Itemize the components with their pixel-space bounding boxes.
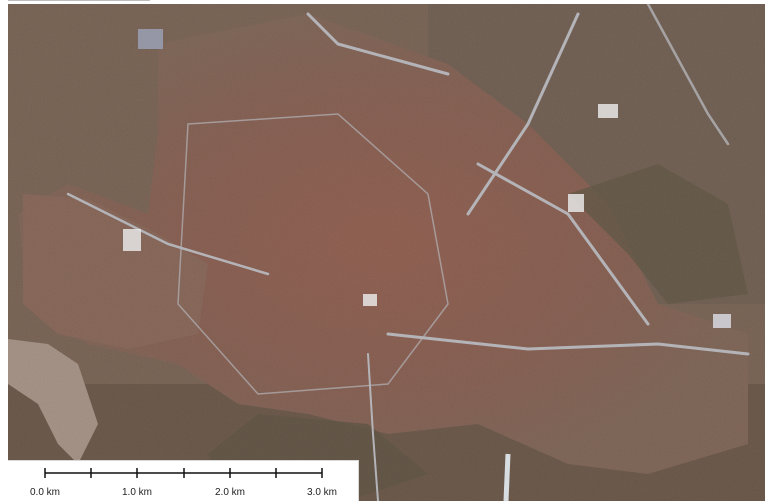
scale-bar: 0.0 km 1.0 km 2.0 km 3.0 km xyxy=(8,460,359,501)
scale-label-2: 2.0 km xyxy=(214,487,246,498)
road-west xyxy=(66,192,270,276)
frame-top-rule xyxy=(8,0,150,1)
road-southeast xyxy=(386,332,750,356)
scale-label-3: 3.0 km xyxy=(306,487,338,498)
bright-structures xyxy=(123,29,731,328)
satellite-map[interactable] xyxy=(8,4,765,501)
road-network xyxy=(66,4,750,501)
road-east-diagonal xyxy=(476,162,650,326)
road-south xyxy=(367,353,379,501)
scale-label-0: 0.0 km xyxy=(29,487,61,498)
scale-bar-graphic xyxy=(44,468,323,478)
scale-label-1: 1.0 km xyxy=(121,487,153,498)
road-ring xyxy=(177,113,449,395)
stream xyxy=(503,453,511,501)
road-north-diagonal xyxy=(306,12,450,76)
road-highway-east xyxy=(646,4,730,146)
satellite-imagery xyxy=(8,4,765,501)
road-northeast xyxy=(466,12,580,216)
imagery-texture xyxy=(8,4,765,501)
